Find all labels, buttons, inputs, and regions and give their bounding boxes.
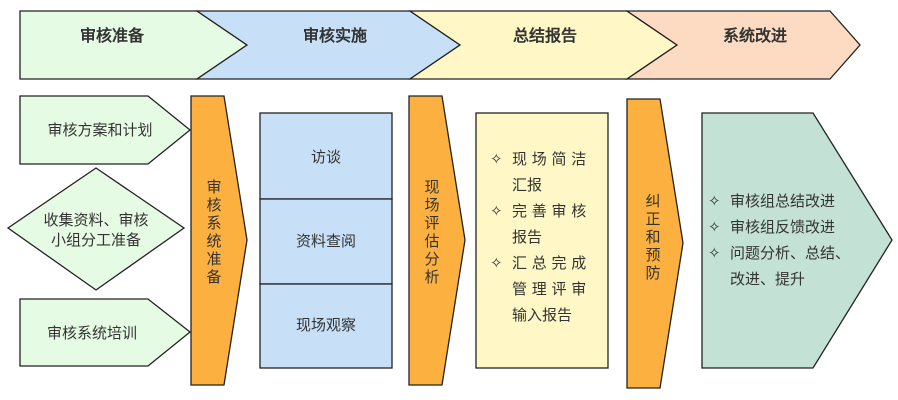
prep-item-label: 收集资料、审核 — [43, 211, 148, 229]
bullet-icon: ✧ — [708, 192, 721, 210]
report-list: ✧ 现 场 简 洁 汇报 ✧ 完 善 审 核 报告 ✧ 汇 总 完 成 管 理 … — [490, 150, 586, 324]
implement-arrow-text: 现 场 评 估 分 析 — [424, 178, 439, 286]
improve-line: 改进、提升 — [730, 270, 805, 288]
implement-cell-label: 访谈 — [311, 148, 341, 166]
implement-cell-docs — [259, 198, 393, 285]
arrow-char: 防 — [645, 264, 660, 282]
report-line: 汇 总 完 成 — [512, 254, 586, 272]
corrective-preventive-arrow — [626, 98, 684, 389]
arrow-char: 场 — [424, 196, 439, 214]
arrow-char: 准 — [206, 250, 221, 268]
arrow-char: 审 — [206, 178, 221, 196]
prep-system-arrow — [190, 95, 248, 386]
improve-line: 审核组总结改进 — [730, 192, 835, 210]
stage-label: 系统改进 — [723, 26, 787, 45]
prep-item-label: 审核系统培训 — [47, 324, 137, 342]
prep-item-label: 小组分工准备 — [51, 231, 141, 249]
improve-box — [701, 112, 893, 369]
stage-chevron-improve — [624, 10, 861, 80]
arrow-char: 备 — [206, 268, 221, 286]
report-line: 完 善 审 核 — [512, 202, 586, 220]
arrow-char: 和 — [645, 228, 660, 246]
improve-line: 审核组反馈改进 — [730, 218, 835, 236]
prep-item-collect — [6, 167, 186, 291]
arrow-char: 现 — [424, 178, 439, 196]
report-box — [475, 112, 609, 369]
report-line: 现 场 简 洁 — [512, 150, 586, 168]
report-line: 报告 — [512, 228, 542, 246]
arrow-char: 正 — [645, 210, 660, 228]
arrow-char: 纠 — [645, 192, 660, 210]
prep-item-training — [19, 298, 192, 367]
report-line: 汇报 — [512, 176, 542, 194]
arrow-char: 统 — [206, 232, 221, 250]
report-line: 管 理 评 审 — [512, 280, 586, 298]
arrow-char: 分 — [424, 250, 439, 268]
implement-cell-observe — [259, 283, 393, 369]
stage-label: 审核实施 — [303, 26, 367, 45]
prep-item-label: 审核方案和计划 — [47, 121, 152, 139]
arrow-char: 预 — [645, 246, 660, 264]
prep-item-plan — [19, 95, 192, 165]
arrow-char: 估 — [424, 232, 439, 250]
improve-line: 问题分析、总结、 — [730, 244, 850, 262]
stage-label: 审核准备 — [80, 26, 145, 45]
bullet-icon: ✧ — [490, 150, 503, 168]
arrow-char: 系 — [206, 214, 221, 232]
implement-cell-label: 现场观察 — [296, 316, 356, 334]
bullet-icon: ✧ — [490, 202, 503, 220]
arrow-char: 评 — [424, 214, 439, 232]
arrow-char: 析 — [424, 268, 439, 286]
bullet-icon: ✧ — [708, 218, 721, 236]
prevent-arrow-text: 纠 正 和 预 防 — [645, 192, 660, 282]
bullet-icon: ✧ — [490, 254, 503, 272]
onsite-evaluation-arrow — [408, 95, 466, 386]
improve-list: ✧ 审核组总结改进 ✧ 审核组反馈改进 ✧ 问题分析、总结、 改进、提升 — [708, 192, 850, 288]
stage-label: 总结报告 — [513, 26, 577, 45]
prep-arrow-text: 审 核 系 统 准 备 — [206, 178, 221, 286]
bullet-icon: ✧ — [708, 244, 721, 262]
report-line: 输入报告 — [512, 306, 572, 324]
implement-cell-label: 资料查阅 — [296, 232, 356, 250]
arrow-char: 核 — [206, 196, 221, 214]
